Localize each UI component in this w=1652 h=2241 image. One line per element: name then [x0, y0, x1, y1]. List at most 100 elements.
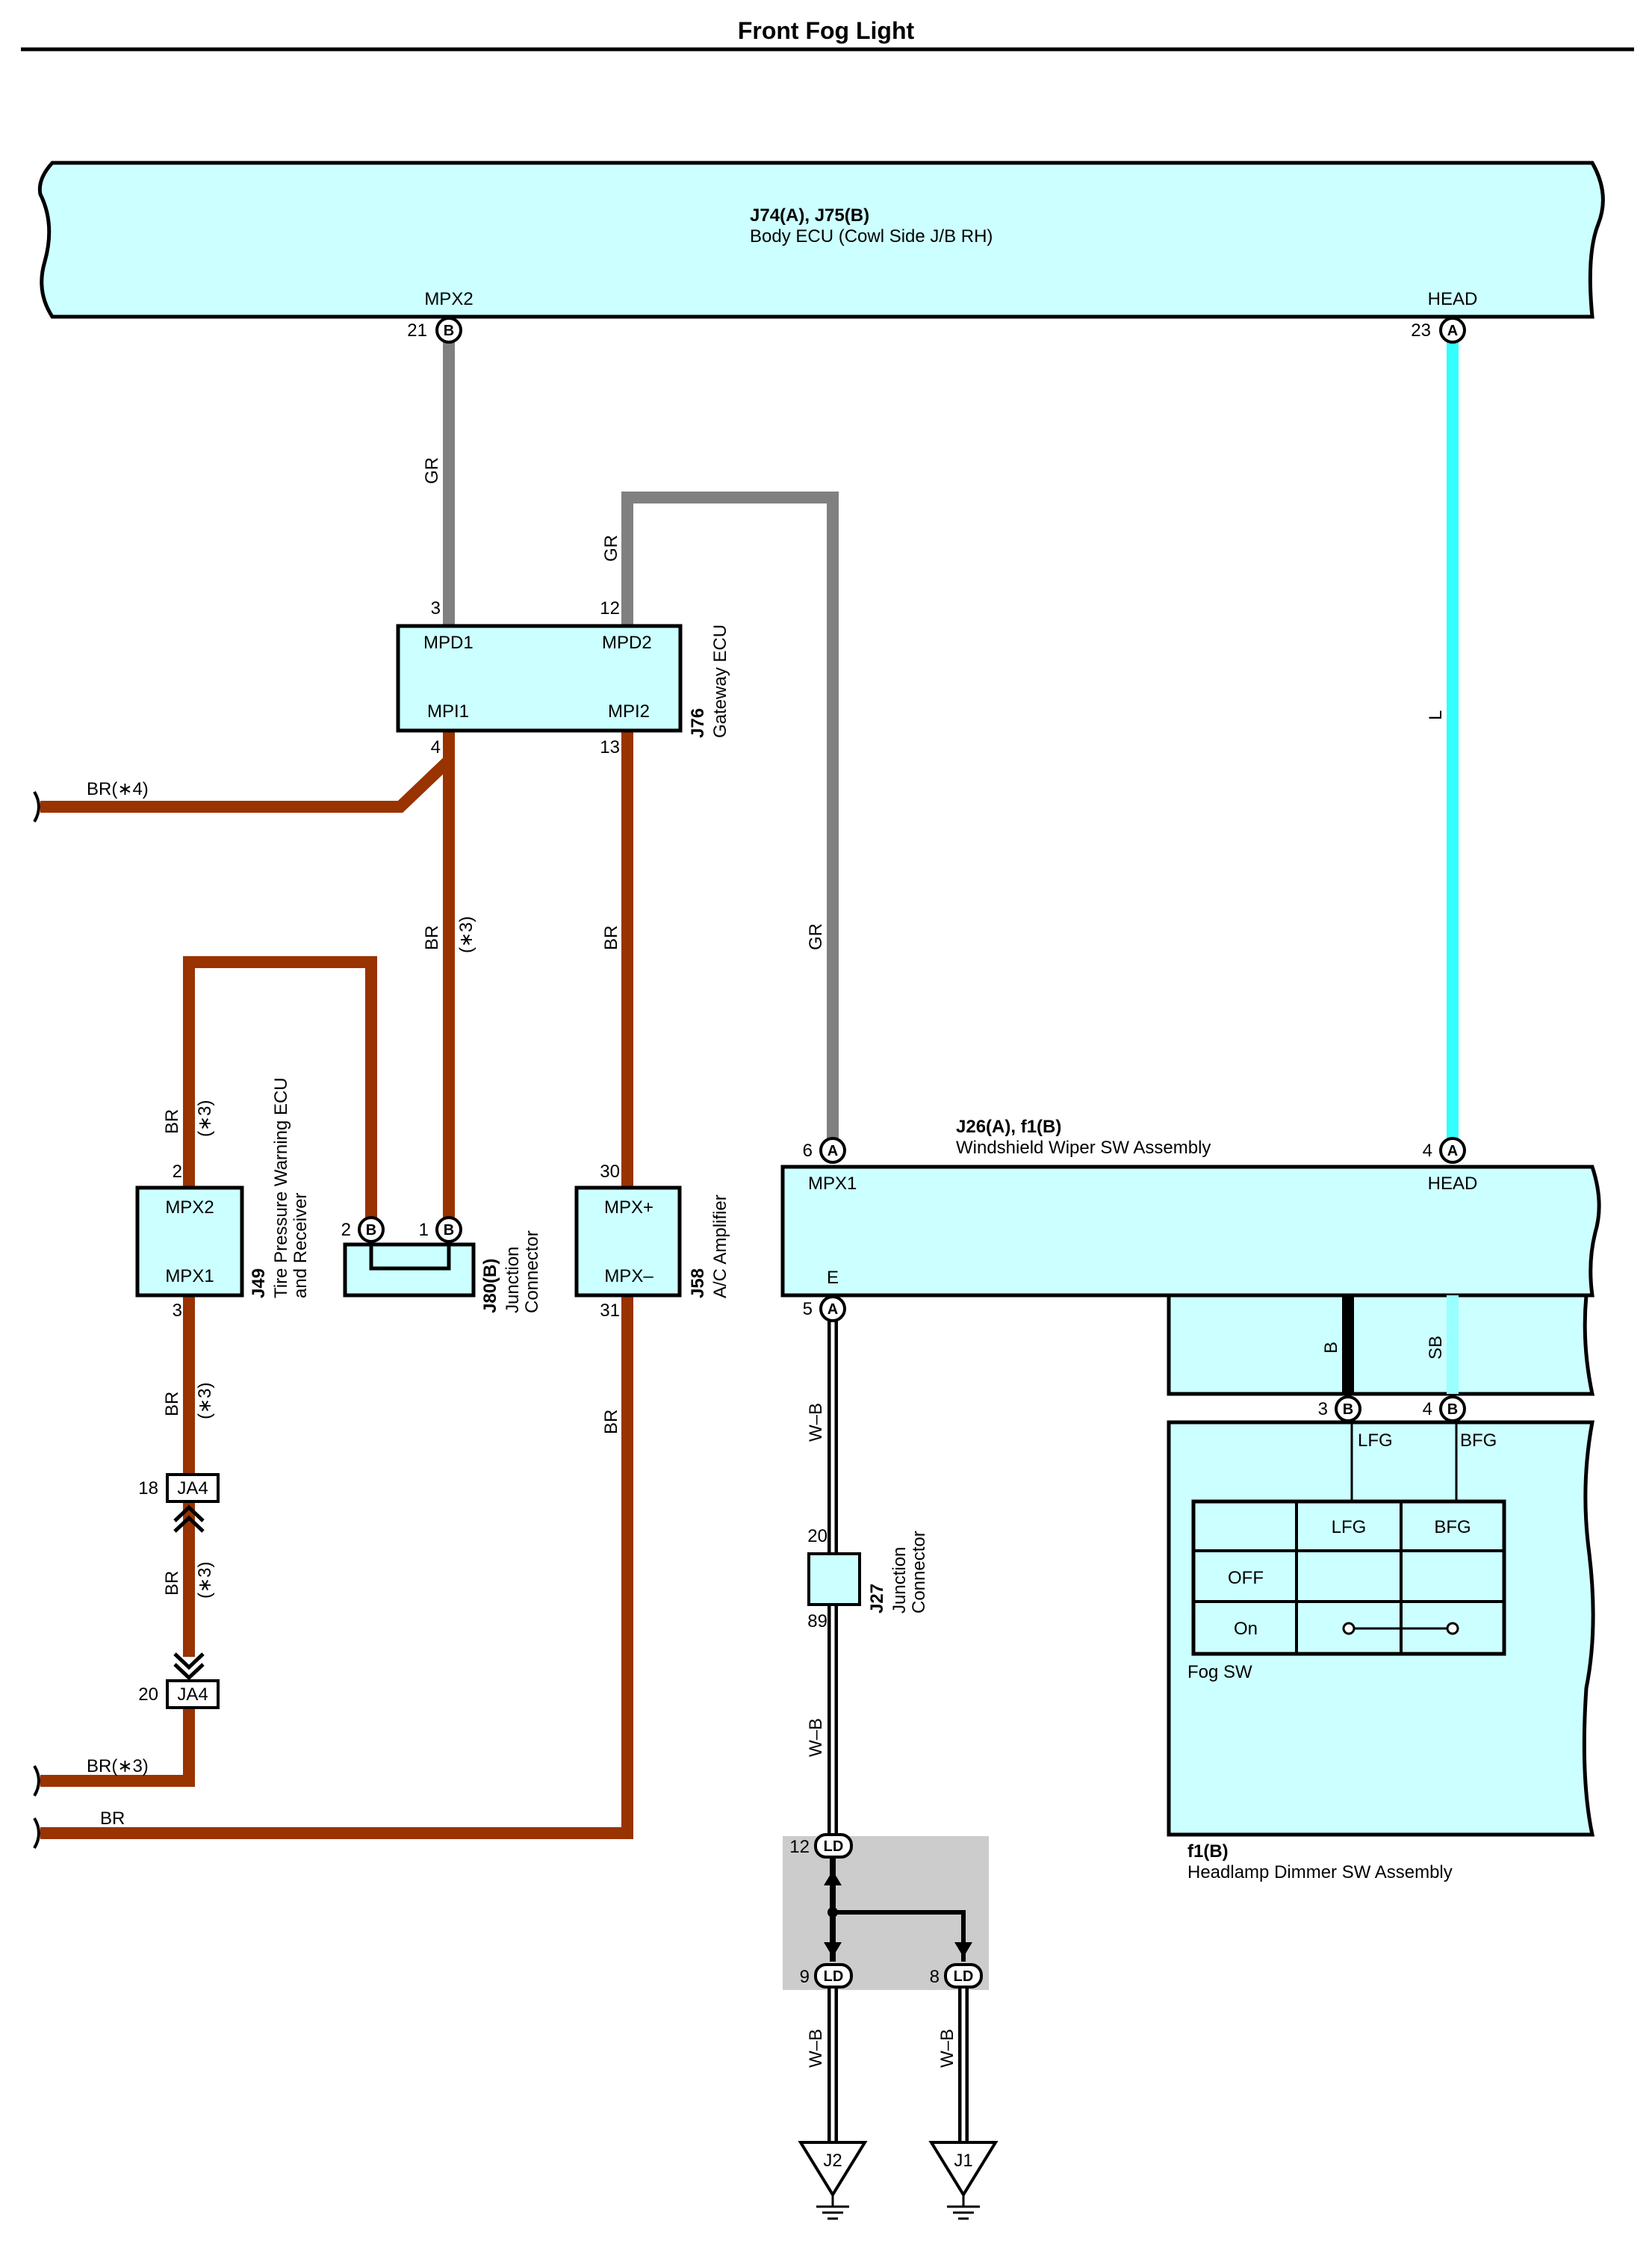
tpms-pin3: 3 — [173, 1301, 182, 1321]
wire-label-wb-3: W–B — [806, 2029, 826, 2068]
fog-on-contact-lfg — [1342, 1622, 1356, 1635]
ld-8-label: LD — [954, 1968, 974, 1985]
gateway-pin12: 12 — [600, 598, 620, 619]
ground-j2: J2 — [798, 2141, 868, 2220]
wire-label-br-mpi2: BR — [601, 926, 621, 950]
fog-on-contact-bfg — [1446, 1622, 1459, 1635]
j27-pin20: 20 — [807, 1526, 827, 1546]
wire-wb-ld-internal — [824, 1859, 972, 1962]
wiper-mpx1: MPX1 — [808, 1174, 857, 1194]
j27-name-1: Junction — [889, 1547, 910, 1614]
break-mark-1 — [33, 790, 40, 823]
dimmer-bfg-top: BFG — [1460, 1431, 1497, 1451]
ac-ref: J58 — [688, 1268, 708, 1298]
gateway-ref: J76 — [688, 708, 708, 738]
wire-label-wb-4: W–B — [937, 2029, 957, 2068]
ground-j1: J1 — [928, 2141, 999, 2220]
wiper-pin6-circle — [819, 1137, 846, 1164]
dimmer-lfg-top: LFG — [1358, 1431, 1393, 1451]
wiper-sw-assembly: J26(A), f1(B) Windshield Wiper SW Assemb… — [780, 1117, 1601, 1298]
wire-label-l: L — [1426, 710, 1446, 720]
ja4-bottom: JA4 20 — [138, 1652, 220, 1709]
ac-pin30: 30 — [600, 1162, 620, 1182]
wire-gr-mpd2 — [621, 492, 839, 1143]
break-mark-3 — [33, 1817, 40, 1850]
ac-pin31: 31 — [600, 1301, 620, 1321]
wire-label-s3-j80: (∗3) — [456, 917, 476, 953]
dimmer-ref: f1(B) — [1187, 1841, 1229, 1862]
gateway-mpi2: MPI2 — [608, 701, 650, 722]
j80-pin2-conn: B — [366, 1222, 376, 1239]
wire-br-s3-out — [40, 1705, 195, 1787]
wiper-pin6-conn: A — [827, 1143, 838, 1159]
j80-name-1: Junction — [503, 1247, 523, 1313]
j27-ref: J27 — [867, 1584, 887, 1614]
wiper-pin4-conn: A — [1447, 1143, 1458, 1159]
gateway-pin3: 3 — [431, 598, 441, 619]
j80-pin1: 1 — [419, 1220, 429, 1240]
ja4-bottom-label: JA4 — [177, 1684, 208, 1705]
wire-label-b: B — [1321, 1342, 1341, 1354]
ac-mpx-plus: MPX+ — [604, 1197, 653, 1218]
gateway-mpd1: MPD1 — [423, 633, 473, 653]
fog-table-row-on: On — [1234, 1619, 1258, 1639]
tpms-name-1: Tire Pressure Warning ECU — [271, 1077, 291, 1298]
dimmer-pin3-circle — [1335, 1395, 1361, 1422]
ac-amplifier: MPX+ MPX– 30 31 J58 A/C Amplifier — [574, 1162, 730, 1321]
tpms-pin2: 2 — [173, 1162, 182, 1182]
wire-label-wb-1: W–B — [806, 1403, 826, 1442]
gateway-name: Gateway ECU — [710, 624, 730, 738]
fog-table-header-bfg: BFG — [1434, 1517, 1471, 1537]
ld-connector-9: LD 9 — [800, 1963, 853, 1989]
ld-pin8: 8 — [930, 1967, 940, 1987]
tpms-name-2: and Receiver — [291, 1193, 311, 1298]
wire-label-wb-2: W–B — [806, 1718, 826, 1757]
body-ecu-head-conn: A — [1447, 323, 1458, 339]
tpms-mpx1: MPX1 — [165, 1266, 214, 1286]
body-ecu: J74(A), J75(B) Body ECU (Cowl Side J/B R… — [37, 161, 1605, 319]
junction-j80: B B 2 1 J80(B) Junction Connector — [341, 1216, 542, 1313]
body-ecu-mpx2-pin-circle — [435, 317, 462, 344]
fog-sw-table: LFG BFG OFF On Fog SW — [1187, 1499, 1506, 1682]
wire-label-br-tpms-top: BR — [162, 1109, 182, 1134]
fog-table-row-off: OFF — [1228, 1568, 1264, 1588]
ground-j1-label: J1 — [954, 2151, 972, 2171]
j80-ref: J80(B) — [480, 1259, 500, 1313]
wire-label-br-out: BR — [100, 1808, 125, 1829]
wire-br-tpms-j80 — [183, 956, 377, 1219]
gateway-pin4: 4 — [431, 737, 441, 757]
j27-pin89: 89 — [807, 1611, 827, 1631]
ld-pin12: 12 — [789, 1837, 810, 1857]
wire-label-br-s3-out: BR(∗3) — [87, 1756, 149, 1776]
dimmer-pin3-conn: B — [1343, 1401, 1353, 1418]
gateway-mpd2: MPD2 — [602, 633, 652, 653]
body-ecu-pin-mpx2: MPX2 — [424, 289, 473, 309]
wire-label-s3-tpms-low: (∗3) — [195, 1562, 215, 1599]
wiper-pin5-conn: A — [827, 1301, 838, 1318]
dimmer-pin4-conn: B — [1447, 1401, 1458, 1418]
wiper-pin6: 6 — [803, 1141, 813, 1161]
ja4-top-label: JA4 — [177, 1478, 208, 1498]
junction-j27: 20 89 J27 Junction Connector — [807, 1526, 929, 1631]
ld-pin9: 9 — [800, 1967, 810, 1987]
ld-connector-8: LD 8 — [930, 1963, 983, 1989]
wiper-pin5: 5 — [803, 1299, 813, 1319]
wiper-e: E — [827, 1268, 839, 1288]
wiper-pin4-circle — [1439, 1137, 1466, 1164]
ld-12-label: LD — [824, 1838, 844, 1855]
dimmer-name: Headlamp Dimmer SW Assembly — [1187, 1862, 1453, 1882]
ac-mpx-minus: MPX– — [604, 1266, 653, 1286]
dimmer-pin4-circle — [1439, 1395, 1466, 1422]
tpms-ecu: MPX2 MPX1 2 3 J49 Tire Pressure Warning … — [135, 1077, 311, 1321]
gateway-pin13: 13 — [600, 737, 620, 757]
wiper-ref: J26(A), f1(B) — [956, 1117, 1061, 1137]
wire-label-s3-tpms-top: (∗3) — [195, 1100, 215, 1137]
wire-label-gr-1: GR — [422, 457, 442, 484]
j80-pin2: 2 — [341, 1220, 351, 1240]
wiper-pin4: 4 — [1423, 1141, 1432, 1161]
wire-label-gr-2: GR — [601, 535, 621, 562]
wire-label-gr-3: GR — [806, 923, 826, 950]
ja4-pin20: 20 — [138, 1684, 158, 1705]
ac-name: A/C Amplifier — [710, 1194, 730, 1298]
